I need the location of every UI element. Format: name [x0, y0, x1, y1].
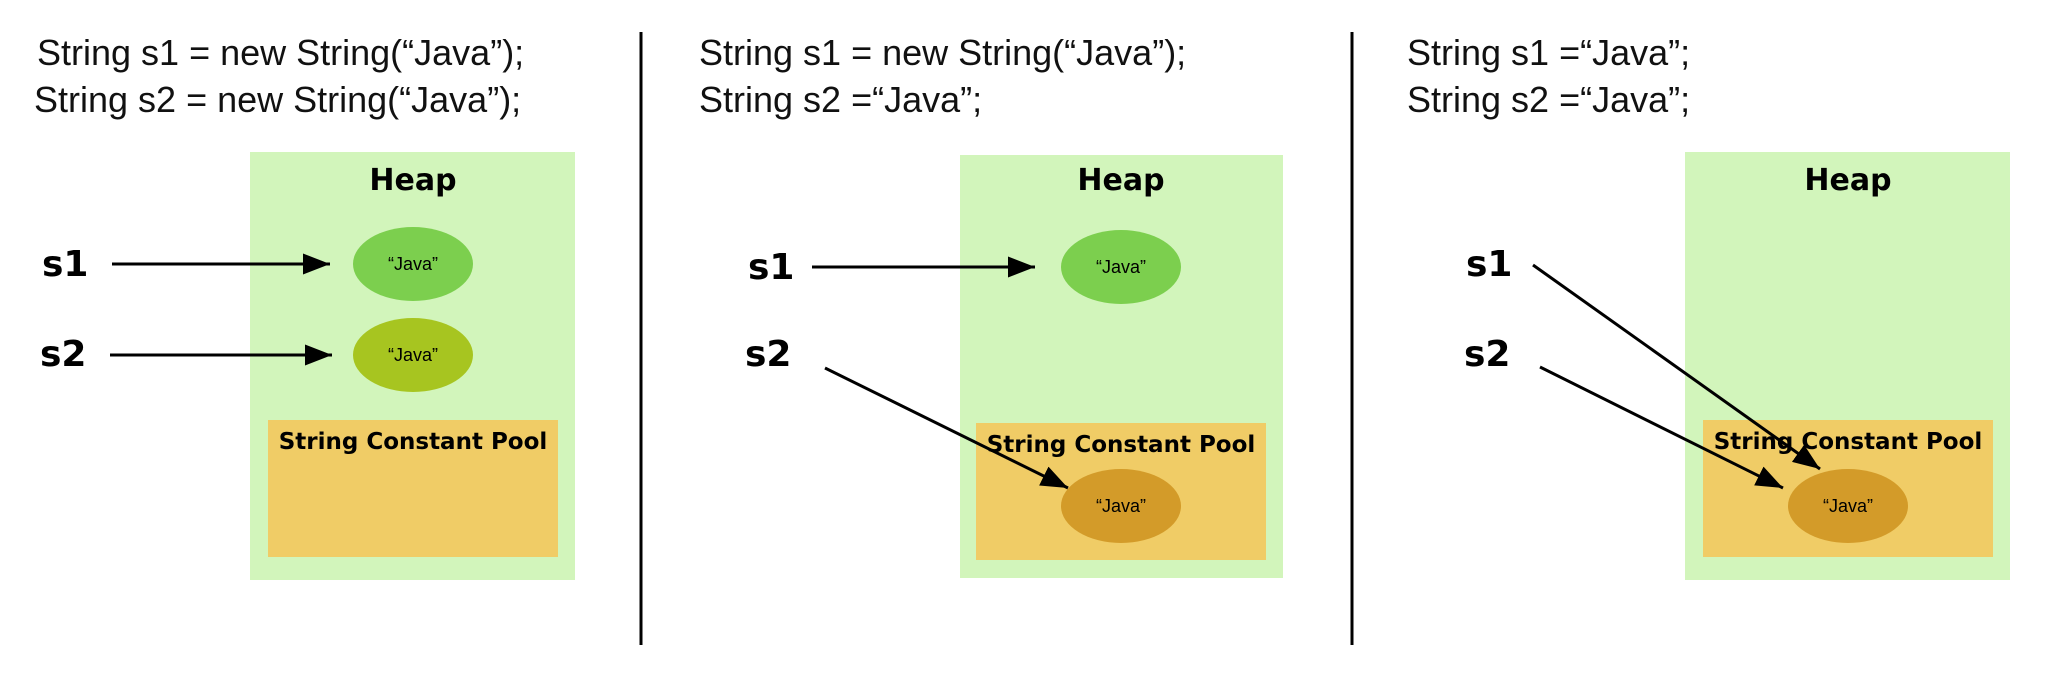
string-object-label: “Java” — [1096, 257, 1146, 277]
var-label-s2: s2 — [1464, 334, 1510, 375]
var-label-s2: s2 — [745, 334, 791, 375]
pool-label: String Constant Pool — [279, 429, 548, 455]
code-line-2: String s2 =“Java”; — [1407, 79, 1690, 120]
string-object — [1061, 230, 1181, 304]
var-label-s1: s1 — [1466, 244, 1512, 285]
string-object-label: “Java” — [1096, 496, 1146, 516]
panel-2: String s1 = new String(“Java”); String s… — [699, 32, 1283, 578]
panel-1: String s1 = new String(“Java”); String s… — [34, 32, 575, 580]
code-line-2: String s2 = new String(“Java”); — [34, 79, 521, 120]
reference-arrow — [824, 366, 1069, 490]
string-object-label: “Java” — [388, 345, 438, 365]
string-object — [1061, 469, 1181, 543]
heap-label: Heap — [369, 163, 456, 198]
string-object-label: “Java” — [388, 254, 438, 274]
pool-label: String Constant Pool — [987, 432, 1256, 458]
string-object-label: “Java” — [1823, 496, 1873, 516]
string-object — [353, 318, 473, 392]
code-line-1: String s1 =“Java”; — [1407, 32, 1690, 73]
panel-3: String s1 =“Java”; String s2 =“Java”; He… — [1407, 32, 2010, 580]
string-object — [1788, 469, 1908, 543]
reference-arrow — [1532, 263, 1821, 471]
string-object — [353, 227, 473, 301]
code-line-1: String s1 = new String(“Java”); — [699, 32, 1186, 73]
code-line-2: String s2 =“Java”; — [699, 79, 982, 120]
pool-label: String Constant Pool — [1714, 429, 1983, 455]
heap-label: Heap — [1804, 163, 1891, 198]
var-label-s2: s2 — [40, 334, 86, 375]
string-constant-pool — [268, 420, 558, 557]
heap-label: Heap — [1077, 163, 1164, 198]
reference-arrow — [1539, 365, 1784, 490]
code-line-1: String s1 = new String(“Java”); — [37, 32, 524, 73]
var-label-s1: s1 — [748, 247, 794, 288]
var-label-s1: s1 — [42, 244, 88, 285]
